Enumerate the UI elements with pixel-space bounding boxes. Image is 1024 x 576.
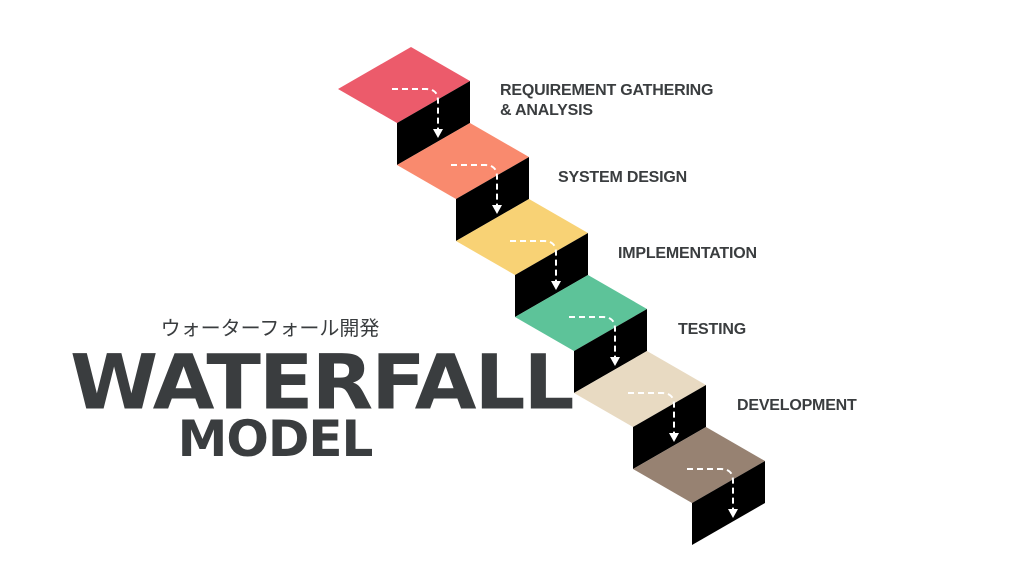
step-label-implementation: IMPLEMENTATION — [618, 245, 757, 262]
step-riser — [515, 233, 588, 317]
flow-arrow-dashed — [687, 468, 734, 511]
arrow-head-icon — [433, 129, 443, 138]
step-tread — [338, 47, 470, 123]
step-tread — [633, 427, 765, 503]
step-label-system-design: SYSTEM DESIGN — [558, 169, 687, 186]
flow-arrow-dashed — [451, 164, 498, 207]
step-riser — [456, 157, 529, 241]
arrow-head-icon — [492, 205, 502, 214]
flow-arrow-dashed — [510, 240, 557, 283]
step-tread — [574, 351, 706, 427]
arrow-head-icon — [610, 357, 620, 366]
title-waterfall: WATERFALL — [70, 338, 575, 427]
step-riser — [397, 81, 470, 165]
step-label-development: DEVELOPMENT — [737, 397, 857, 414]
arrow-head-icon — [669, 433, 679, 442]
flow-arrow-dashed — [392, 88, 439, 131]
step-tread — [456, 199, 588, 275]
step-label-requirements: REQUIREMENT GATHERING & ANALYSIS — [500, 81, 713, 121]
arrow-head-icon — [728, 509, 738, 518]
step-riser — [574, 309, 647, 393]
flow-arrow-dashed — [628, 392, 675, 435]
flow-arrow-dashed — [569, 316, 616, 359]
step-riser — [633, 385, 706, 469]
label-line: REQUIREMENT GATHERING — [500, 82, 714, 99]
step-label-testing: TESTING — [678, 321, 746, 338]
step-riser — [692, 461, 765, 545]
label-line: & ANALYSIS — [500, 102, 593, 119]
title-model: MODEL — [177, 410, 374, 468]
step-tread — [515, 275, 647, 351]
step-tread — [397, 123, 529, 199]
arrow-head-icon — [551, 281, 561, 290]
subtitle-japanese: ウォーターフォール開発 — [160, 316, 380, 340]
